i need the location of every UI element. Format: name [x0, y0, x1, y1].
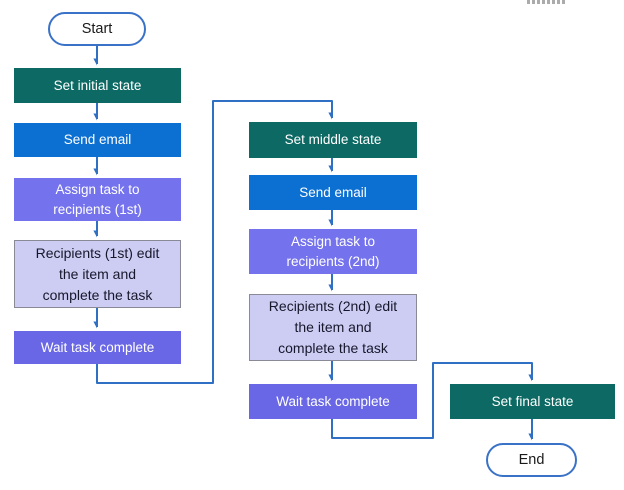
- node-recipients-1st-label: Recipients (1st) edit the item and compl…: [35, 244, 160, 303]
- node-assign-task-2nd-label: Assign task to recipients (2nd): [286, 233, 380, 269]
- node-end-label: End: [518, 452, 545, 468]
- node-recipients-1st: Recipients (1st) edit the item and compl…: [14, 240, 181, 308]
- node-set-middle-state: Set middle state: [249, 122, 417, 158]
- node-start: Start: [48, 12, 146, 46]
- node-assign-task-2nd: Assign task to recipients (2nd): [249, 229, 417, 274]
- node-set-final-state: Set final state: [450, 384, 615, 419]
- node-send-email-2nd-label: Send email: [299, 184, 367, 200]
- node-send-email-1st-label: Send email: [63, 132, 132, 147]
- node-set-initial-state-label: Set initial state: [53, 77, 142, 93]
- node-recipients-2nd-label: Recipients (2nd) edit the item and compl…: [268, 298, 398, 356]
- node-send-email-2nd: Send email: [249, 175, 417, 210]
- node-end: End: [486, 443, 577, 477]
- node-assign-task-1st-label: Assign task to recipients (1st): [53, 181, 142, 217]
- node-set-final-state-label: Set final state: [491, 393, 574, 409]
- node-wait-task-complete-1st: Wait task complete: [14, 331, 181, 364]
- node-set-middle-state-label: Set middle state: [284, 132, 382, 147]
- node-wait-task-complete-2nd-label: Wait task complete: [276, 393, 390, 409]
- node-start-label: Start: [81, 21, 113, 37]
- node-assign-task-1st: Assign task to recipients (1st): [14, 178, 181, 221]
- node-set-initial-state: Set initial state: [14, 68, 181, 103]
- node-recipients-2nd: Recipients (2nd) edit the item and compl…: [249, 294, 417, 361]
- node-send-email-1st: Send email: [14, 123, 181, 157]
- node-wait-task-complete-2nd: Wait task complete: [249, 384, 417, 419]
- cropped-text-artifact: [527, 0, 567, 4]
- node-wait-task-complete-1st-label: Wait task complete: [40, 339, 155, 355]
